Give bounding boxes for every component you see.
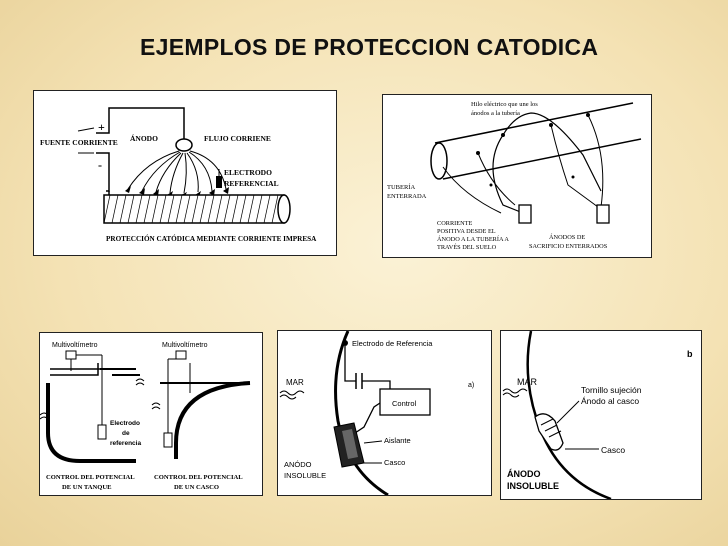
anodos-label-1: ÁNODOS DE (549, 233, 585, 241)
reference-electrode-1 (98, 425, 106, 439)
electrodo-label-2: de (122, 430, 130, 437)
reference-electrode-2 (164, 433, 172, 447)
minus-sign: - (98, 158, 102, 172)
anodo-label-2: INSOLUBLE (284, 471, 326, 480)
plus-sign: + (98, 120, 105, 134)
multivoltimetro-label-2: Multivoltímetro (162, 342, 208, 349)
sacrificial-anode-2 (597, 205, 609, 223)
control-tank-caption-1: CONTROL DEL POTENCIAL (46, 474, 135, 481)
mar-label: MAR (286, 378, 304, 387)
reference-electrode (216, 176, 222, 188)
multivoltimetro-label-1: Multivoltímetro (52, 342, 98, 349)
control-tank-caption-2: DE UN TANQUE (62, 484, 112, 491)
flujo-label: FLUJO CORRIENE (204, 134, 271, 143)
bolted-anode-diagram: b MAR Tornillo sujeción Ánodo al casco C… (500, 330, 702, 500)
anodo-label-b1: ÁNODO (507, 469, 541, 479)
hull-wall (176, 383, 250, 459)
a-label: a) (468, 382, 474, 389)
tuberia-label-1: TUBERÍA (387, 183, 415, 191)
anodo-label-b2: INSOLUBLE (507, 481, 559, 491)
insoluble-anode-diagram: Electrodo de Referencia MAR a) Control A… (277, 330, 492, 496)
anodos-label-2: SACRIFICIO ENTERRADOS (529, 243, 608, 250)
sacrificial-anode-1 (519, 205, 531, 223)
potential-control-svg: Multivoltímetro Multivoltímetro Electrod… (40, 333, 262, 495)
hilo-label-1: Hilo eléctrico que une los (471, 101, 538, 108)
slide-title: EJEMPLOS DE PROTECCION CATODICA (140, 34, 598, 61)
fuente-label: FUENTE CORRIENTE (40, 138, 118, 147)
impressed-current-diagram: + - FUENTE CORRIENTE ÁNODO FLUJO CORRIEN… (33, 90, 337, 256)
control-hull-caption-2: DE UN CASCO (174, 484, 219, 491)
corriente-label-4: TRAVÉS DEL SUELO (437, 243, 497, 251)
anodo-label: ÁNODO (130, 133, 158, 143)
bolted-anode-svg: b MAR Tornillo sujeción Ánodo al casco C… (501, 331, 701, 499)
electrodo-label-3: referencia (110, 440, 141, 447)
control-hull-caption-1: CONTROL DEL POTENCIAL (154, 474, 243, 481)
anodo-label-1: ANÓDO (284, 460, 312, 469)
potential-control-diagram: Multivoltímetro Multivoltímetro Electrod… (39, 332, 263, 496)
tuberia-label-2: ENTERRADA (387, 193, 427, 200)
corriente-label-1: CORRIENTE (437, 220, 472, 227)
multimeter-1 (66, 351, 76, 359)
sacrificial-anode-diagram: Hilo eléctrico que une los ánodos a la t… (382, 94, 652, 258)
insoluble-anode-svg: Electrodo de Referencia MAR a) Control A… (278, 331, 491, 495)
electrodo-label-1: Electrodo (110, 420, 140, 427)
control-label: Control (392, 399, 417, 408)
b-label: b (687, 349, 693, 359)
multimeter-2 (176, 351, 186, 359)
casco-label-b: Casco (601, 445, 625, 455)
tornillo-label-2: Ánodo al casco (581, 396, 639, 406)
electrodo-label: ELECTRODO (224, 168, 272, 177)
hilo-label-2: ánodos a la tubería (471, 110, 520, 117)
impressed-caption: PROTECCIÓN CATÓDICA MEDIANTE CORRIENTE I… (106, 233, 317, 243)
mar-label-b: MAR (517, 377, 538, 387)
tornillo-label-1: Tornillo sujeción (581, 385, 642, 395)
corriente-label-3: ÁNODO A LA TUBERÍA A (437, 235, 509, 243)
aislante-label: Aislante (384, 436, 411, 445)
anode-shape (176, 139, 192, 151)
impressed-current-svg: + - FUENTE CORRIENTE ÁNODO FLUJO CORRIEN… (34, 91, 336, 255)
casco-label: Casco (384, 458, 405, 467)
electrodo-referencia-label: Electrodo de Referencia (352, 339, 433, 348)
sacrificial-anode-svg: Hilo eléctrico que une los ánodos a la t… (383, 95, 651, 257)
corriente-label-2: POSITIVA DESDE EL (437, 228, 496, 235)
referencial-label: REFERENCIAL (224, 179, 279, 188)
